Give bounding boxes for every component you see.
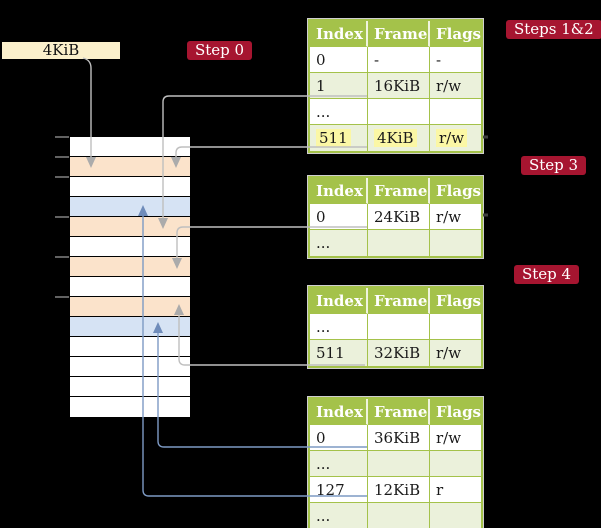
table-cell: - bbox=[368, 47, 430, 73]
table-cell-highlighted: 4KiB bbox=[368, 125, 430, 151]
table-cell: ... bbox=[310, 99, 368, 125]
badge-step-0: Step 0 bbox=[187, 41, 253, 60]
table-cell: 12KiB bbox=[368, 477, 430, 503]
table-cell: 16KiB bbox=[368, 73, 430, 99]
table-cell: r/w bbox=[430, 425, 481, 451]
table-cell bbox=[430, 451, 481, 477]
memory-frame-row-blue bbox=[70, 197, 190, 217]
table-cell: 0 bbox=[310, 204, 368, 230]
page-table-leaf: Index Frame Flags 0 36KiB r/w ... 127 12… bbox=[308, 397, 483, 528]
table-cell bbox=[430, 314, 481, 340]
table-cell: 0 bbox=[310, 425, 368, 451]
memory-frame-row-orange bbox=[70, 257, 190, 277]
table-cell-highlighted: r/w bbox=[430, 125, 481, 151]
table-cell: r/w bbox=[430, 204, 481, 230]
page-table-step-4: Index Frame Flags ... 511 32KiB r/w bbox=[308, 286, 483, 368]
table-cell: 511 bbox=[310, 340, 368, 366]
column-header: Index bbox=[310, 21, 368, 47]
memory-frame-row-white bbox=[70, 277, 190, 297]
memory-frame-row-orange bbox=[70, 157, 190, 177]
column-header: Flags bbox=[430, 288, 481, 314]
table-cell: ... bbox=[310, 451, 368, 477]
page-table-step-3: Index Frame Flags 0 24KiB r/w ... bbox=[308, 176, 483, 258]
table-cell: ... bbox=[310, 314, 368, 340]
table-cell bbox=[430, 99, 481, 125]
column-header: Frame bbox=[368, 178, 430, 204]
column-header: Flags bbox=[430, 21, 481, 47]
table-cell: 24KiB bbox=[368, 204, 430, 230]
memory-frame-row-white bbox=[70, 177, 190, 197]
table-cell bbox=[368, 451, 430, 477]
badge-step-3: Step 3 bbox=[521, 156, 587, 175]
memory-frame-row-orange bbox=[70, 297, 190, 317]
column-header: Flags bbox=[430, 178, 481, 204]
table-cell bbox=[368, 503, 430, 528]
table-cell: 127 bbox=[310, 477, 368, 503]
table-cell: 32KiB bbox=[368, 340, 430, 366]
arrowhead-remnant bbox=[483, 213, 488, 217]
memory-frame-row-white bbox=[70, 397, 190, 417]
table-cell: ... bbox=[310, 503, 368, 528]
table-cell bbox=[368, 314, 430, 340]
badge-steps-1-2: Steps 1&2 bbox=[506, 20, 601, 39]
table-cell bbox=[368, 99, 430, 125]
table-cell: 36KiB bbox=[368, 425, 430, 451]
table-cell: r/w bbox=[430, 340, 481, 366]
table-cell: ... bbox=[310, 230, 368, 256]
table-cell: r bbox=[430, 477, 481, 503]
arrowhead-remnant bbox=[483, 135, 488, 139]
memory-frame-row-blue bbox=[70, 317, 190, 337]
page-table-steps-1-2: Index Frame Flags 0 - - 1 16KiB r/w ... … bbox=[308, 19, 483, 153]
memory-frame-row-white bbox=[70, 137, 190, 157]
highlight: 4KiB bbox=[374, 129, 417, 147]
table-cell-highlighted: 511 bbox=[310, 125, 368, 151]
memory-frame-row-white bbox=[70, 237, 190, 257]
memory-frame-row-white bbox=[70, 337, 190, 357]
memory-frame-row-white bbox=[70, 357, 190, 377]
badge-step-4: Step 4 bbox=[514, 265, 580, 284]
physical-memory-strip bbox=[69, 136, 191, 417]
column-header: Flags bbox=[430, 399, 481, 425]
table-cell bbox=[430, 230, 481, 256]
table-cell: 0 bbox=[310, 47, 368, 73]
column-header: Frame bbox=[368, 21, 430, 47]
frame-size-label: 4KiB bbox=[2, 42, 120, 59]
highlight: 511 bbox=[316, 129, 351, 147]
column-header: Index bbox=[310, 288, 368, 314]
memory-frame-row-white bbox=[70, 377, 190, 397]
table-cell bbox=[430, 503, 481, 528]
column-header: Index bbox=[310, 178, 368, 204]
column-header: Frame bbox=[368, 288, 430, 314]
table-cell: r/w bbox=[430, 73, 481, 99]
column-header: Index bbox=[310, 399, 368, 425]
table-cell bbox=[368, 230, 430, 256]
table-cell: 1 bbox=[310, 73, 368, 99]
column-header: Frame bbox=[368, 399, 430, 425]
table-cell: - bbox=[430, 47, 481, 73]
highlight: r/w bbox=[436, 129, 468, 147]
memory-frame-row-orange bbox=[70, 217, 190, 237]
